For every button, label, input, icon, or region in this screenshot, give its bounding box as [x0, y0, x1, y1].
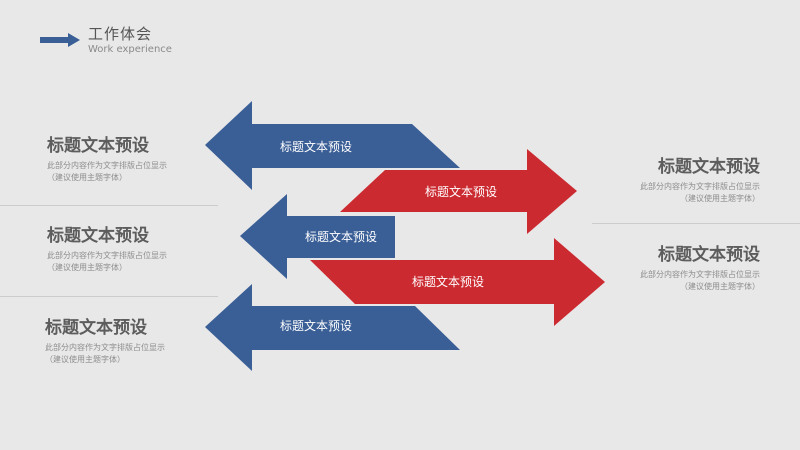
left-item-1: 标题文本预设 此部分内容作为文字排版占位显示 （建议使用主题字体）: [47, 131, 167, 184]
left-item-2: 标题文本预设 此部分内容作为文字排版占位显示 （建议使用主题字体）: [47, 221, 167, 274]
right-item-1: 标题文本预设 此部分内容作为文字排版占位显示 （建议使用主题字体）: [640, 152, 760, 205]
right-item-desc-line: 此部分内容作为文字排版占位显示: [640, 270, 760, 279]
right-item-desc: 此部分内容作为文字排版占位显示 （建议使用主题字体）: [640, 181, 760, 205]
left-item-desc: 此部分内容作为文字排版占位显示 （建议使用主题字体）: [47, 250, 167, 274]
left-item-desc-line: 此部分内容作为文字排版占位显示: [47, 161, 167, 170]
arrow-label-4: 标题文本预设: [412, 274, 484, 289]
arrow-label-5: 标题文本预设: [280, 318, 352, 333]
right-item-2: 标题文本预设 此部分内容作为文字排版占位显示 （建议使用主题字体）: [640, 240, 760, 293]
right-item-desc: 此部分内容作为文字排版占位显示 （建议使用主题字体）: [640, 269, 760, 293]
left-item-title: 标题文本预设: [47, 226, 149, 246]
left-item-desc-line: （建议使用主题字体）: [47, 263, 127, 272]
left-item-desc: 此部分内容作为文字排版占位显示 （建议使用主题字体）: [47, 160, 167, 184]
left-item-desc-line: 此部分内容作为文字排版占位显示: [47, 251, 167, 260]
left-item-desc-line: （建议使用主题字体）: [45, 355, 125, 364]
right-item-desc-line: （建议使用主题字体）: [680, 194, 760, 203]
left-item-title: 标题文本预设: [45, 318, 147, 338]
arrow-label-3: 标题文本预设: [305, 229, 377, 244]
arrow-red-2: [310, 238, 605, 326]
left-item-desc: 此部分内容作为文字排版占位显示 （建议使用主题字体）: [45, 342, 165, 366]
page-title: 工作体会: [88, 25, 153, 43]
arrow-blue-3: [205, 284, 460, 371]
right-item-title: 标题文本预设: [658, 245, 760, 265]
arrow-blue-2: [240, 194, 395, 279]
left-divider-1: [0, 205, 218, 206]
left-item-desc-line: 此部分内容作为文字排版占位显示: [45, 343, 165, 352]
arrow-label-1: 标题文本预设: [280, 139, 352, 154]
left-item-3: 标题文本预设 此部分内容作为文字排版占位显示 （建议使用主题字体）: [45, 313, 165, 366]
arrow-label-2: 标题文本预设: [425, 184, 497, 199]
left-item-title: 标题文本预设: [47, 136, 149, 156]
arrow-blue-1: [205, 101, 460, 190]
left-divider-2: [0, 296, 218, 297]
header-arrow-icon: [40, 33, 80, 47]
right-item-desc-line: 此部分内容作为文字排版占位显示: [640, 182, 760, 191]
arrow-red-1: [340, 149, 577, 234]
right-item-desc-line: （建议使用主题字体）: [680, 282, 760, 291]
left-item-desc-line: （建议使用主题字体）: [47, 173, 127, 182]
right-divider-1: [592, 223, 800, 224]
right-item-title: 标题文本预设: [658, 157, 760, 177]
page-subtitle: Work experience: [88, 44, 172, 55]
